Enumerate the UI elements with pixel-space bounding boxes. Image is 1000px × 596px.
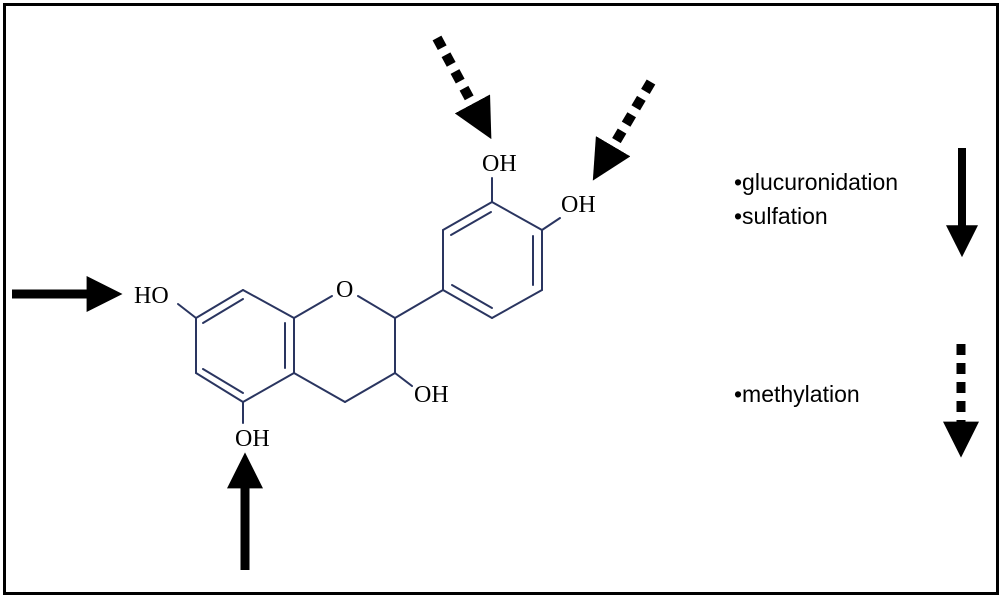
molecule-structure bbox=[177, 177, 561, 424]
ring-oxygen-label: O bbox=[336, 277, 353, 303]
ho-7-label: HO bbox=[134, 283, 169, 309]
ring-c bbox=[293, 295, 396, 403]
oh-5-label: OH bbox=[235, 426, 270, 452]
ring-b bbox=[394, 201, 543, 319]
oh-3-label: OH bbox=[414, 382, 449, 408]
figure-frame bbox=[3, 3, 999, 595]
ring-a bbox=[195, 289, 295, 403]
legend-item-sulfation: •sulfation bbox=[734, 203, 828, 229]
legend: •glucuronidation •sulfation •methylation bbox=[734, 148, 979, 458]
oh-3prime-label: OH bbox=[482, 151, 517, 177]
dashed-arrow-oh-3prime bbox=[432, 35, 492, 140]
oh-4prime-label: OH bbox=[561, 192, 596, 218]
legend-item-methylation: •methylation bbox=[734, 381, 860, 407]
legend-item-glucuronidation: •glucuronidation bbox=[734, 169, 898, 195]
dashed-arrow-oh-4prime bbox=[592, 79, 656, 181]
